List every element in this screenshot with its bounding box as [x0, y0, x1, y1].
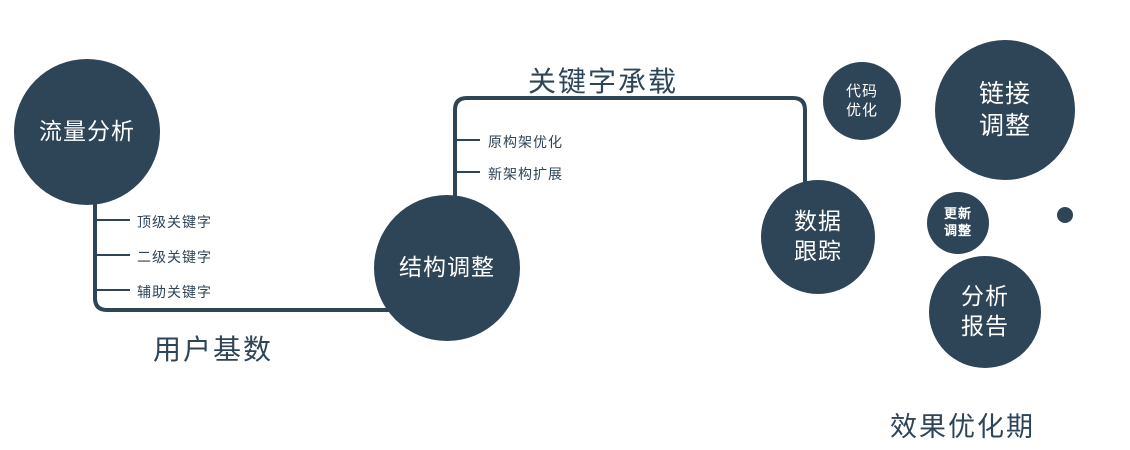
node-code-optimization: 代码 优化 — [823, 62, 901, 140]
node-link-adjustment-line2: 调整 — [978, 112, 1031, 140]
node-traffic-analysis-label: 流量分析 — [39, 118, 135, 145]
branch-label-new-arch-expansion: 新架构扩展 — [488, 166, 563, 182]
branch-label-top-keyword: 顶级关键字 — [137, 214, 212, 230]
node-code-optimization-line2: 优化 — [845, 102, 878, 119]
node-analysis-report-line1: 分析 — [961, 283, 1009, 310]
node-analysis-report-line2: 报告 — [961, 313, 1009, 339]
node-code-optimization-line1: 代码 — [845, 82, 878, 100]
node-data-tracking-line2: 跟踪 — [794, 238, 842, 264]
path-traffic-to-structure — [93, 132, 447, 312]
node-traffic-analysis: 流量分析 — [14, 59, 160, 205]
node-structure-adjustment: 结构调整 — [374, 195, 520, 341]
small-dot-marker — [1057, 207, 1073, 223]
branch-label-second-keyword: 二级关键字 — [137, 249, 212, 265]
node-analysis-report: 分析 报告 — [929, 256, 1041, 368]
branch-label-orig-arch-optimization: 原构架优化 — [488, 134, 563, 150]
node-structure-adjustment-label: 结构调整 — [399, 254, 495, 281]
node-link-adjustment: 链接 调整 — [935, 40, 1075, 180]
caption-effect-optimization-period: 效果优化期 — [890, 412, 1035, 442]
branch-label-aux-keyword: 辅助关键字 — [137, 284, 212, 300]
edge-label-user-base: 用户基数 — [153, 334, 274, 365]
path-structure-to-tracking — [453, 96, 807, 268]
edge-label-keyword-carry: 关键字承载 — [528, 66, 679, 97]
node-update-adjustment-line2: 调整 — [943, 223, 972, 238]
node-update-adjustment-line1: 更新 — [943, 206, 972, 222]
node-update-adjustment: 更新 调整 — [927, 192, 989, 254]
node-data-tracking: 数据 跟踪 — [761, 180, 875, 294]
node-link-adjustment-line1: 链接 — [978, 79, 1031, 108]
node-data-tracking-line1: 数据 — [794, 208, 842, 235]
